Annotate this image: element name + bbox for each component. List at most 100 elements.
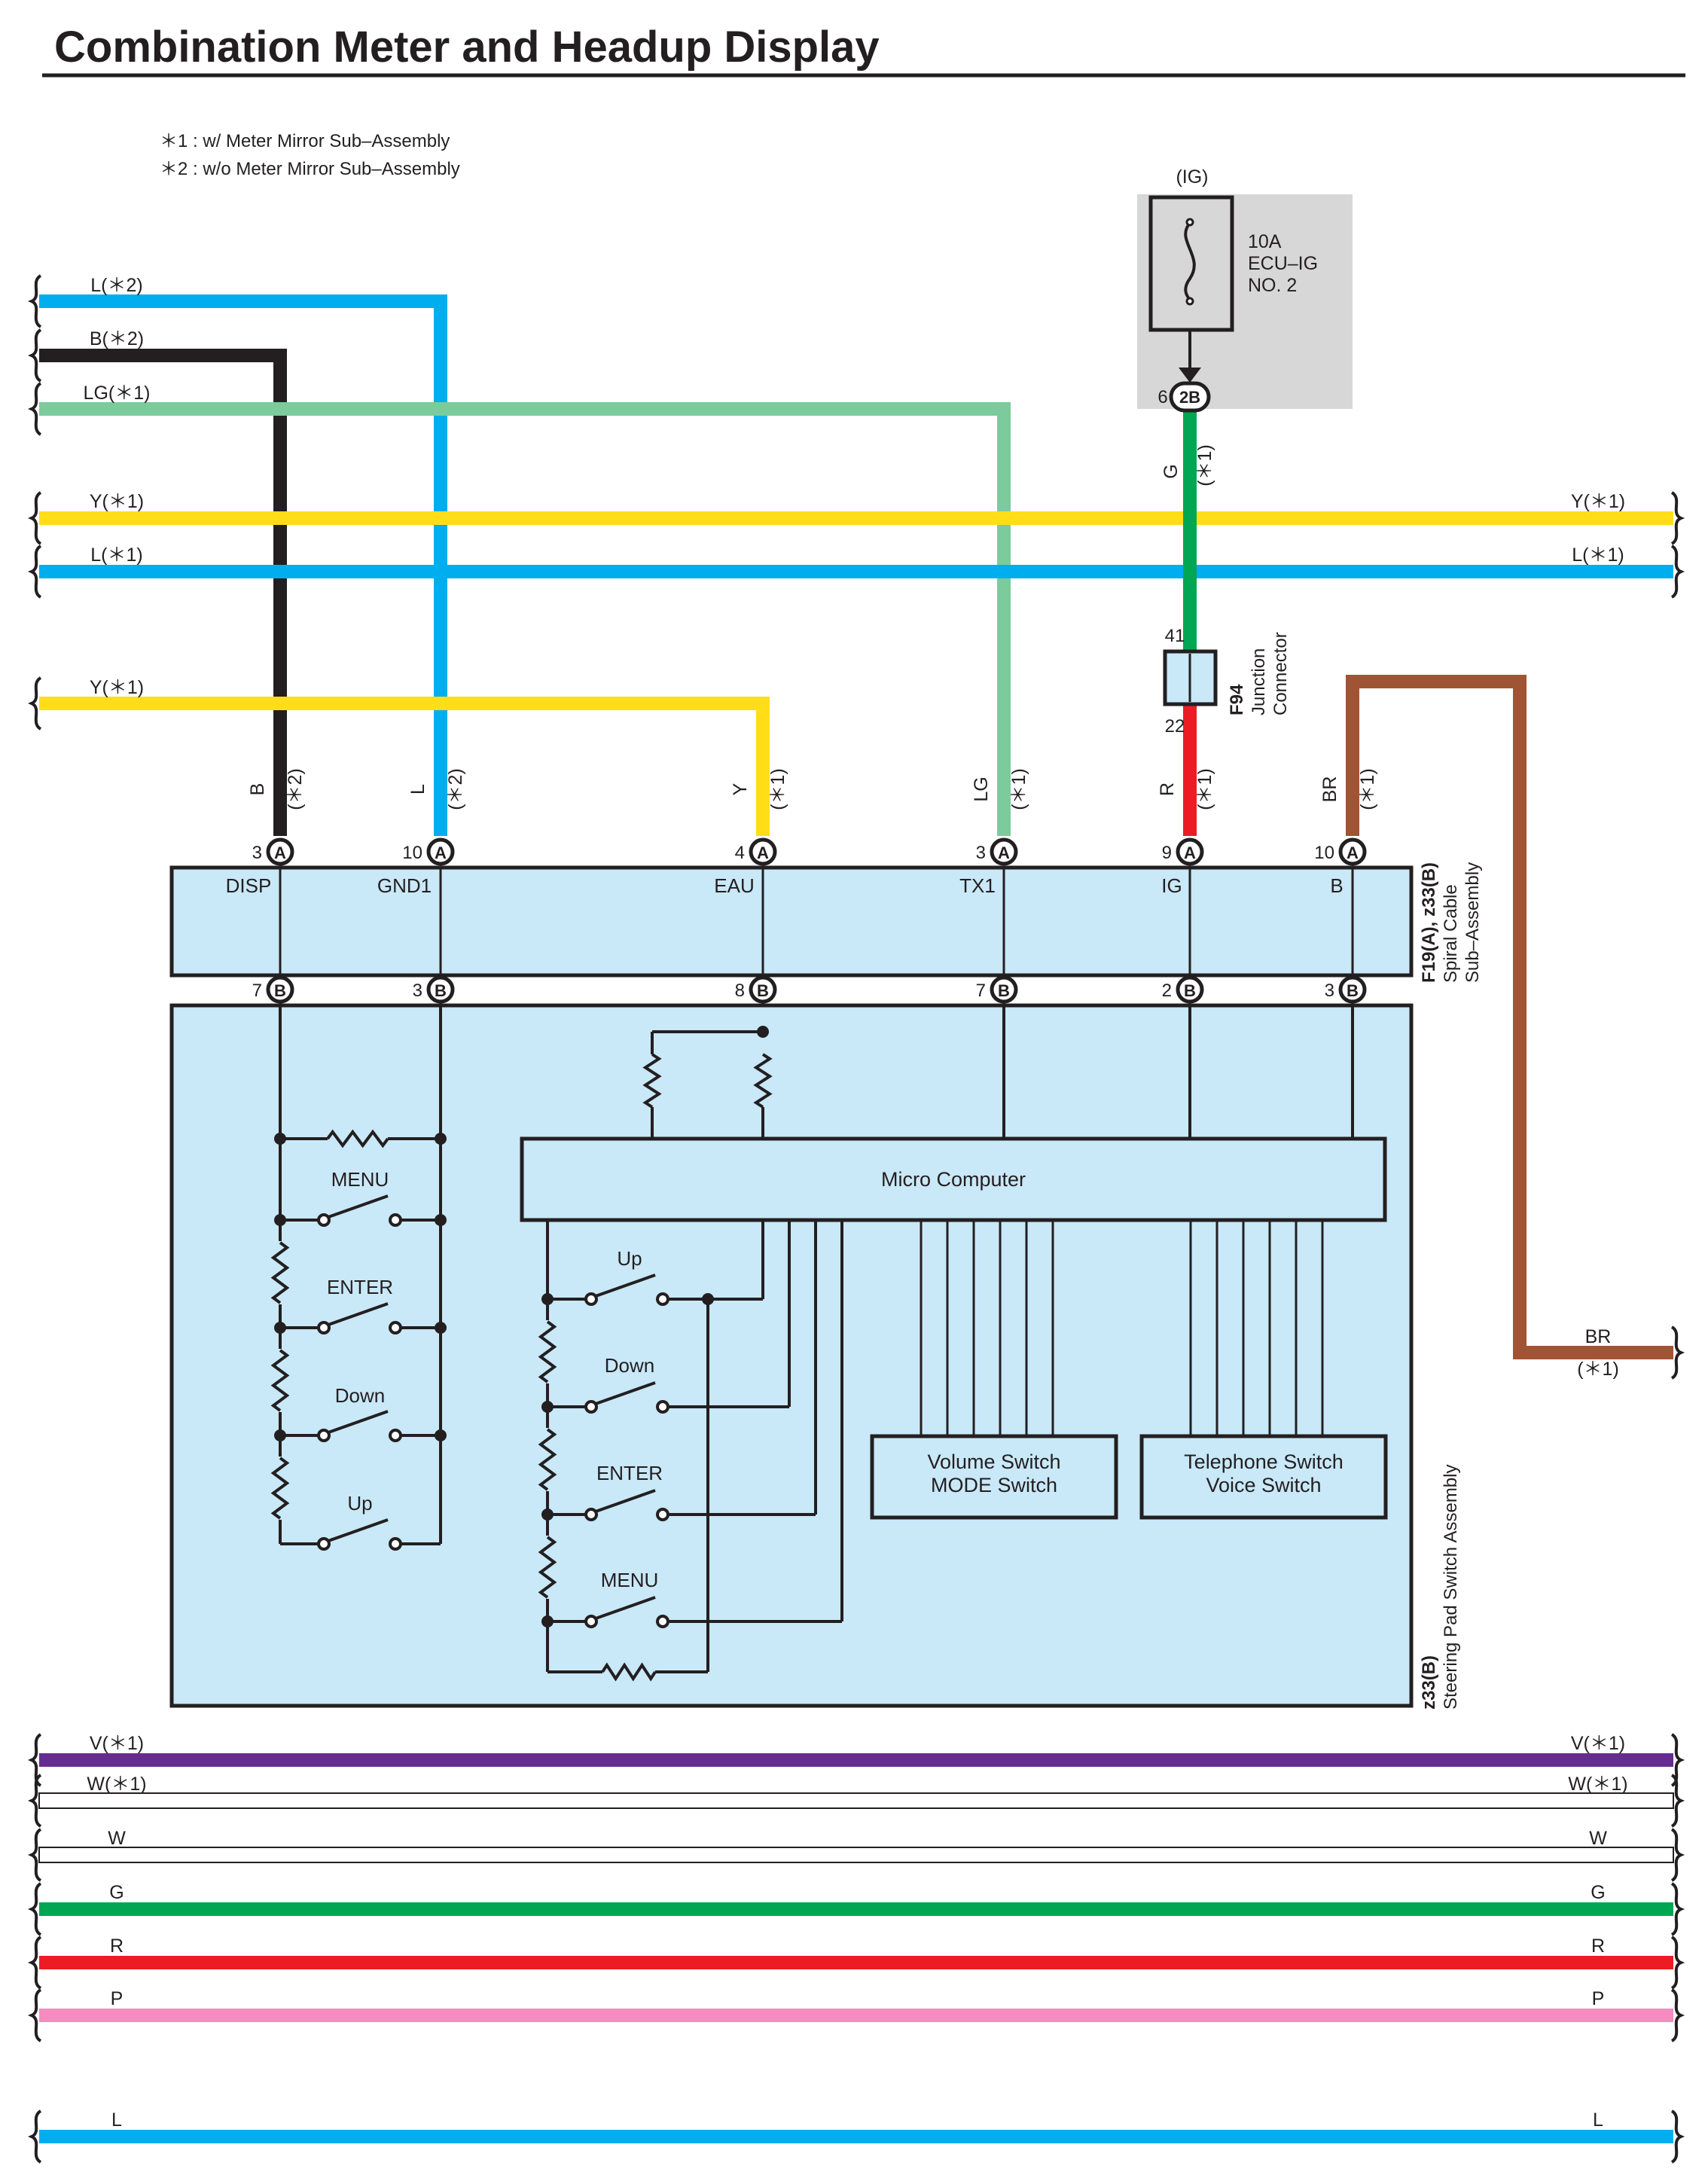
pin-wire-note-0: (＊2): [285, 768, 306, 810]
left-node-1: [274, 1133, 286, 1145]
pin-wire-color-5: BR: [1319, 776, 1340, 803]
connector-b-pin-1: 3: [413, 981, 422, 1001]
top-res-node: [757, 1026, 769, 1038]
steering-pad-circuit: [270, 1005, 1354, 1682]
terminal-label-1: GND1: [377, 874, 432, 897]
wire-end-right-0: [1670, 491, 1685, 545]
junction-pin-bottom: 22: [1165, 716, 1185, 737]
mid-switch-0-contact-right: [656, 1292, 669, 1306]
mid-node-3: [541, 1615, 554, 1627]
wire-end-right-1: [1670, 544, 1685, 599]
connector-a-code-4: A: [1184, 843, 1196, 862]
note-1: ＊1 : w/ Meter Mirror Sub–Assembly: [160, 131, 450, 151]
connector-b-badge-1: [426, 975, 455, 1004]
bottom-wire-left-label-6: L: [111, 2109, 122, 2131]
top-resistor-left: [642, 1053, 662, 1109]
connector-a-badge-3: [990, 837, 1018, 866]
left-wire-label-1: B(＊2): [90, 328, 144, 349]
pin-wire-note-1: (＊2): [445, 768, 466, 810]
volume-switch-line1: Volume Switch: [927, 1450, 1060, 1473]
pin-wire-note-3: (＊1): [1008, 768, 1029, 810]
left-switch-3-contact-left: [317, 1537, 331, 1551]
mid-switch-1-contact-left: [584, 1400, 598, 1414]
left-node-l-1: [274, 1322, 286, 1334]
connector-b-code-0: B: [274, 981, 286, 1000]
connector-a-code-5: A: [1347, 843, 1359, 862]
wire-bottom-1: [38, 1792, 1674, 1809]
connector-b-code-3: B: [998, 981, 1010, 1000]
bottom-wire-right-label-5: P: [1592, 1988, 1605, 2009]
fuse-box-background: [1137, 194, 1353, 409]
left-switch-label-up: Up: [347, 1492, 372, 1515]
wire-end-bottom-right-3: [1670, 1882, 1685, 1936]
mid-switch-label-menu: MENU: [601, 1569, 659, 1591]
mid-resistor-0: [538, 1320, 557, 1383]
wire-end-brackets: [27, 274, 1685, 2164]
pin-wire-color-1: L: [407, 784, 429, 795]
left-node-r-1: [435, 1322, 447, 1334]
left-switch-3-blade: [328, 1518, 389, 1542]
left-node-l-2: [274, 1429, 286, 1441]
left-switch-0-contact-right: [389, 1213, 402, 1227]
connector-a-badge-1: [426, 837, 455, 866]
fuse-name-line1: ECU–IG: [1248, 253, 1318, 274]
left-switch-0-contact-left: [317, 1213, 331, 1227]
left-wire-label-4: L(＊1): [90, 544, 142, 566]
bottom-wire-left-label-2: W: [108, 1828, 126, 1849]
wire-end-bottom-left-5: [27, 1988, 42, 2042]
mid-switch-3-contact-right: [656, 1615, 669, 1628]
wire-end-bottom-right-2: [1670, 1828, 1685, 1882]
wire-end-right-2: [1670, 1325, 1685, 1380]
volume-switch-line2: MODE Switch: [931, 1474, 1057, 1496]
ig-wire-color: G: [1161, 464, 1182, 478]
wire-end-left-4: [27, 544, 42, 599]
connector-b-pin-2: 8: [735, 981, 745, 1001]
wire-bottom-2: [38, 1847, 1674, 1863]
wire-end-bottom-left-6: [27, 2109, 42, 2164]
connector-b-badge-0: [266, 975, 294, 1004]
wire-end-bottom-left-2: [27, 1828, 42, 1882]
bottom-wire-left-label-5: P: [111, 1988, 124, 2009]
wire-b-star2: [39, 349, 287, 836]
connector-a-badge-4: [1176, 837, 1204, 866]
mid-switch-2-contact-left: [584, 1508, 598, 1521]
spiral-cable-box: [169, 865, 1414, 978]
left-node-l-0: [274, 1214, 286, 1226]
mid-switch-0-blade: [595, 1274, 656, 1298]
left-wire-label-0: L(＊2): [90, 275, 142, 296]
mid-switch-label-enter: ENTER: [596, 1462, 663, 1484]
mid-node-0: [541, 1293, 554, 1305]
bottom-wire-right-label-0: V(＊1): [1571, 1733, 1625, 1754]
pin-wire-color-0: B: [247, 783, 268, 796]
left-switch-2-contact-left: [317, 1429, 331, 1442]
left-node-2: [435, 1133, 447, 1145]
connector-b-code-4: B: [1184, 981, 1196, 1000]
mid-switch-1-contact-right: [656, 1400, 669, 1414]
terminal-label-4: IG: [1161, 874, 1182, 897]
terminal-label-2: EAU: [714, 874, 754, 897]
left-resistor-2: [270, 1457, 290, 1520]
spiral-cable-name-line2: Sub–Assembly: [1462, 862, 1483, 983]
left-resistor-0: [270, 1241, 290, 1304]
left-switch-label-enter: ENTER: [327, 1276, 393, 1298]
micro-computer-box: [520, 1136, 1387, 1222]
connector-b-pin-5: 3: [1325, 981, 1334, 1001]
mid-switch-0-contact-left: [584, 1292, 598, 1306]
left-switch-label-menu: MENU: [331, 1168, 389, 1191]
connector-b-badge-5: [1338, 975, 1367, 1004]
left-top-resistor: [326, 1129, 389, 1148]
spiral-cable-name-line1: Spiral Cable: [1441, 884, 1461, 983]
junction-name-line1: Junction: [1249, 648, 1269, 715]
steering-pad-box: [169, 1003, 1414, 1708]
ig-wire-note: (＊1): [1194, 444, 1215, 487]
left-resistor-1: [270, 1349, 290, 1412]
wire-end-bottom-left-4: [27, 1935, 42, 1990]
connector-a-badge-0: [266, 837, 294, 866]
mid-switch-label-up: Up: [617, 1247, 642, 1270]
fuse-name-line2: NO. 2: [1248, 275, 1297, 296]
connector-a-code-1: A: [435, 843, 447, 862]
mid-resistor-2: [538, 1536, 557, 1599]
left-switch-2-blade: [328, 1410, 389, 1434]
volume-switch-box: [870, 1434, 1118, 1520]
connector-b-code-2: B: [757, 981, 769, 1000]
